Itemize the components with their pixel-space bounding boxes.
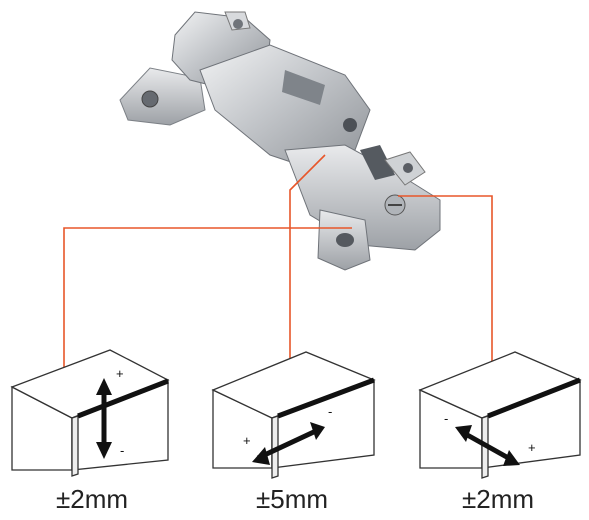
minus-label: -	[328, 404, 332, 419]
adjustment-value-vertical: ±2mm	[55, 484, 129, 514]
screw-hole	[336, 233, 354, 247]
screw-hole	[343, 118, 357, 132]
leader-line-1	[63, 227, 352, 375]
double-arrow-icon	[96, 378, 112, 459]
cabinet-corner-icon	[418, 351, 582, 479]
screw-hole	[233, 19, 243, 29]
adjustment-value-side: ±2mm	[461, 484, 535, 514]
double-arrow-icon	[455, 425, 520, 466]
minus-label: -	[444, 411, 448, 426]
cabinet-corner-icon	[211, 351, 376, 479]
plus-label: +	[116, 366, 124, 381]
leader-lines	[63, 154, 493, 376]
cabinet-corner-icon	[10, 349, 170, 477]
screw-hole	[141, 90, 159, 108]
hinge-image	[119, 11, 441, 271]
adjustment-value-depth: ±5mm	[255, 484, 329, 514]
minus-label: -	[120, 443, 124, 458]
plus-label: +	[243, 433, 251, 448]
hinge-mounting-plate	[119, 67, 206, 126]
leader-line-2	[289, 154, 326, 368]
plus-label: +	[528, 440, 536, 455]
double-arrow-icon	[252, 422, 325, 465]
leader-line-3	[398, 195, 493, 376]
screw-hole	[403, 163, 413, 173]
